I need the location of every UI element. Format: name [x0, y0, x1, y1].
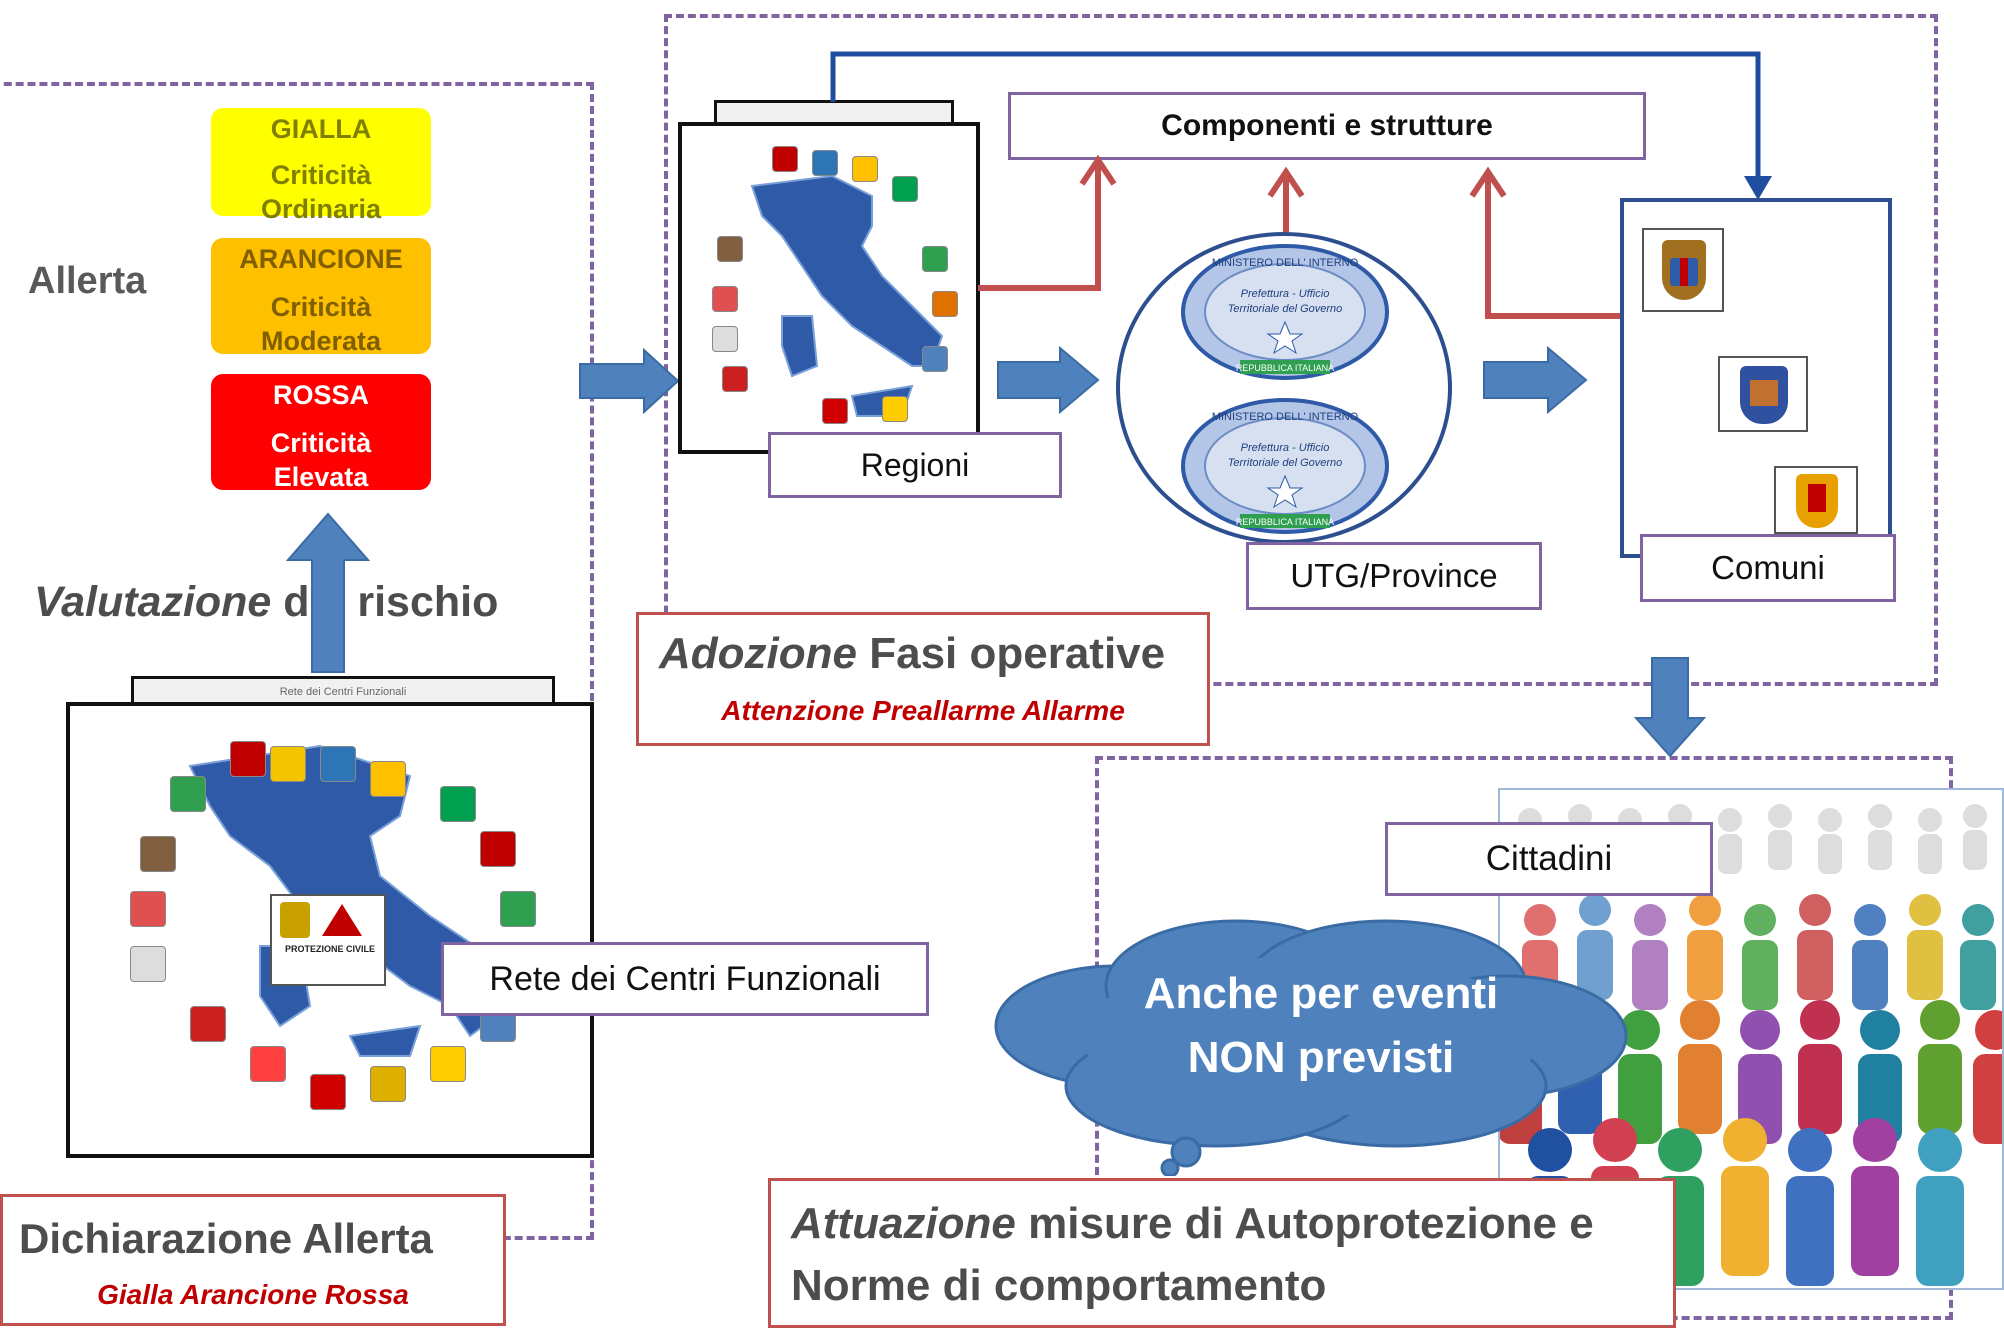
- alert-rossa-line2: Elevata: [273, 462, 369, 492]
- seal-bottom-line2: Territoriale del Governo: [1228, 457, 1343, 469]
- attuazione-rest: misure di Autoprotezione e: [1028, 1199, 1594, 1248]
- attuazione-line2: Norme di comportamento: [791, 1261, 1327, 1310]
- adozione-subtitle: Attenzione Preallarme Allarme: [721, 695, 1125, 726]
- crowd-people: [1500, 804, 2002, 1286]
- comuni-label: Comuni: [1640, 534, 1896, 602]
- alert-rossa-title: ROSSA: [272, 380, 370, 410]
- bottom-map-tab-label: Rete dei Centri Funzionali: [279, 686, 407, 698]
- seal-top-bottom: REPUBBLICA ITALIANA: [1236, 363, 1334, 373]
- alert-arancione-line2: Moderata: [260, 326, 382, 356]
- ministero-seal-top: MINISTERO DELL' INTERNO Prefettura - Uff…: [1181, 244, 1389, 380]
- bottom-italy-map: PROTEZIONE CIVILE: [66, 702, 594, 1158]
- regioni-label: Regioni: [768, 432, 1062, 498]
- comune-emblem-2: [1718, 356, 1808, 432]
- adozione-italic: Adozione: [659, 629, 857, 678]
- valutazione-italic: Valutazione: [34, 578, 272, 626]
- protezione-civile-text: PROTEZIONE CIVILE: [284, 944, 375, 954]
- seal-bottom-line1: Prefettura - Ufficio: [1241, 442, 1330, 454]
- bottom-map-tab: Rete dei Centri Funzionali: [131, 676, 555, 704]
- cloud-line2: NON previsti: [1188, 1033, 1455, 1082]
- seal-bottom-bottom: REPUBBLICA ITALIANA: [1236, 517, 1334, 527]
- seal-top-title: MINISTERO DELL' INTERNO: [1212, 257, 1359, 269]
- adozione-rest: Fasi operative: [869, 629, 1166, 678]
- comune-emblem-1: [1642, 228, 1724, 312]
- componenti-label: Componenti e strutture: [1008, 92, 1646, 160]
- adozione-box: Adozione Fasi operative Attenzione Preal…: [636, 612, 1210, 746]
- arrow-to-regioni: [579, 348, 680, 414]
- attuazione-italic: Attuazione: [791, 1199, 1016, 1248]
- alert-rossa: ROSSA Criticità Elevata: [211, 374, 431, 492]
- allerta-label: Allerta: [28, 260, 147, 302]
- protezione-civile-logo: PROTEZIONE CIVILE: [270, 894, 386, 986]
- attuazione-line1: Attuazione misure di Autoprotezione e: [791, 1199, 1594, 1249]
- attuazione-box: Attuazione misure di Autoprotezione e No…: [768, 1178, 1676, 1328]
- alert-arancione-line1: Criticità: [270, 292, 372, 322]
- utg-label: UTG/Province: [1246, 542, 1542, 610]
- cloud-line1: Anche per eventi: [1144, 969, 1499, 1018]
- seal-top-line2: Territoriale del Governo: [1228, 303, 1343, 315]
- thought-cloud: Anche per eventi NON previsti: [994, 919, 1628, 1176]
- dichiarazione-subtitle: Gialla Arancione Rossa: [97, 1279, 409, 1310]
- alert-rossa-line1: Criticità: [270, 428, 372, 458]
- alert-gialla: GIALLA Criticità Ordinaria: [211, 108, 431, 224]
- seal-bottom-title: MINISTERO DELL' INTERNO: [1212, 411, 1359, 423]
- alert-gialla-line1: Criticità: [270, 160, 372, 190]
- dichiarazione-box: Dichiarazione Allerta Gialla Arancione R…: [0, 1194, 506, 1326]
- top-right-dashed-frame: [664, 14, 1938, 686]
- alert-gialla-line2: Ordinaria: [260, 194, 382, 224]
- rete-label: Rete dei Centri Funzionali: [441, 942, 929, 1016]
- seal-top-line1: Prefettura - Ufficio: [1241, 288, 1330, 300]
- alert-arancione-title: ARANCIONE: [239, 244, 403, 274]
- alert-arancione: ARANCIONE Criticità Moderata: [211, 238, 431, 356]
- cittadini-label: Cittadini: [1385, 822, 1713, 896]
- alert-gialla-title: GIALLA: [270, 114, 372, 144]
- up-arrow: [286, 512, 370, 673]
- dichiarazione-title: Dichiarazione Allerta: [19, 1215, 433, 1262]
- top-italy-map: [678, 122, 980, 454]
- adozione-title: Adozione Fasi operative: [659, 629, 1165, 679]
- ministero-seal-bottom: MINISTERO DELL' INTERNO Prefettura - Uff…: [1181, 398, 1389, 534]
- comune-emblem-3: [1774, 466, 1858, 534]
